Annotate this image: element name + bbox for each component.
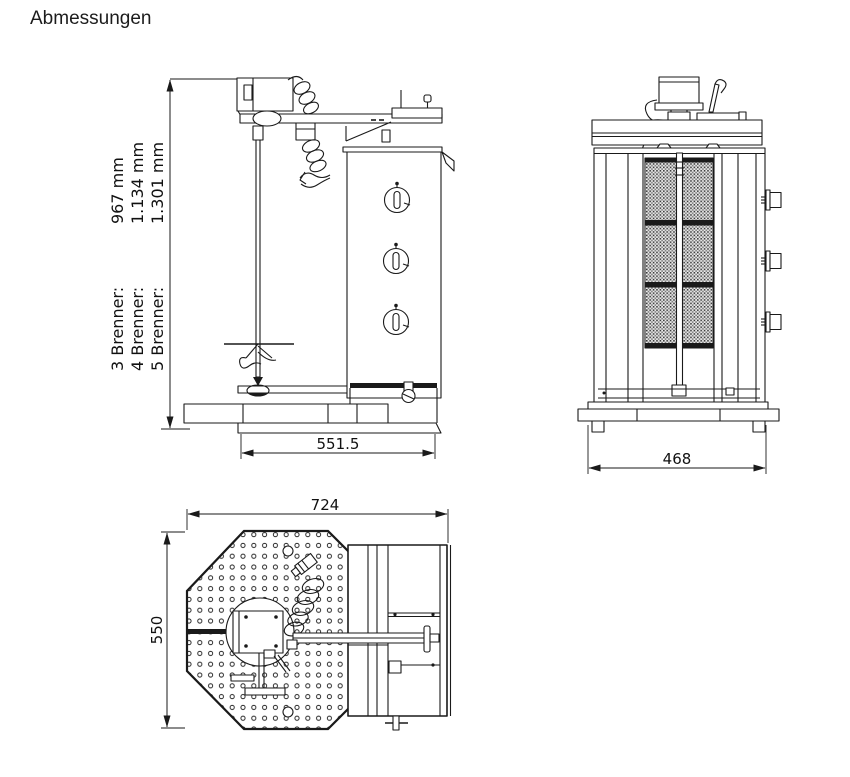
front-base	[577, 401, 780, 433]
front-view-width-dimension: 468	[587, 425, 767, 474]
top-width-dimension-label: 724	[311, 496, 340, 514]
front-skewer	[598, 152, 760, 399]
page-title: Abmessungen	[30, 8, 152, 29]
top-view-width-dimension: 724	[186, 496, 449, 543]
height-label-4-burners: 4 Brenner:	[128, 287, 147, 371]
side-base	[183, 381, 442, 434]
top-view-depth-dimension: 550	[148, 531, 185, 729]
front-knob-2	[761, 250, 782, 272]
height-value-3-burners: 967 mm	[108, 157, 127, 224]
top-motor-plate	[225, 597, 295, 696]
side-view-height-dimension: 3 Brenner: 4 Brenner: 5 Brenner: 967 mm …	[108, 78, 252, 430]
top-view: 724 550	[148, 496, 452, 731]
top-cable	[283, 552, 325, 637]
burner-knob-3	[382, 303, 410, 336]
top-body	[286, 544, 452, 731]
front-knob-3	[761, 311, 782, 333]
side-cable-top	[287, 75, 319, 115]
height-label-5-burners: 5 Brenner:	[148, 287, 167, 371]
depth-dimension-label: 551.5	[317, 435, 360, 453]
burner-knob-2	[382, 242, 410, 275]
side-body	[342, 146, 455, 399]
side-view-depth-dimension: 551.5	[240, 434, 436, 459]
side-arm	[239, 90, 443, 143]
burner-knob-1	[383, 181, 411, 214]
side-view: 3 Brenner: 4 Brenner: 5 Brenner: 967 mm …	[108, 75, 455, 459]
front-knobs	[761, 189, 782, 333]
side-skewer	[224, 139, 351, 397]
side-cable-bottom	[295, 122, 331, 188]
front-crossbar	[591, 119, 763, 146]
height-value-4-burners: 1.134 mm	[128, 142, 147, 224]
front-knob-1	[761, 189, 782, 211]
front-view: 468	[577, 76, 782, 474]
width-dimension-label: 468	[663, 450, 692, 468]
height-value-5-burners: 1.301 mm	[148, 142, 167, 224]
height-label-3-burners: 3 Brenner:	[108, 287, 127, 371]
top-depth-dimension-label: 550	[148, 616, 166, 645]
